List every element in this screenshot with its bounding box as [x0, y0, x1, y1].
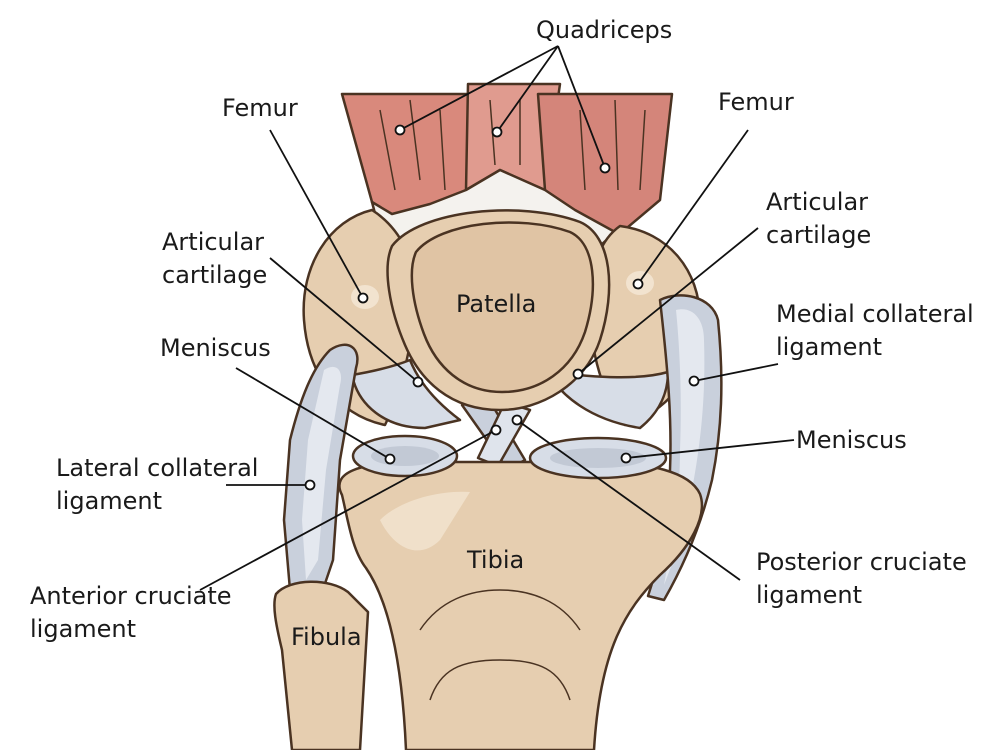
label-posterior-cruciate-line1: Posterior cruciate [756, 548, 967, 576]
label-anterior-cruciate-line1: Anterior cruciate [30, 582, 232, 610]
label-anterior-cruciate-line2: ligament [30, 615, 137, 643]
label-tibia: Tibia [467, 546, 525, 574]
label-femur-left: Femur [222, 94, 298, 122]
label-medial-collateral-line1: Medial collateral [776, 300, 974, 328]
label-patella: Patella [456, 290, 537, 318]
quadriceps-point-2 [491, 126, 503, 138]
label-articular-cartilage-right: Articular cartilage [766, 186, 871, 252]
label-posterior-cruciate-line2: ligament [756, 581, 863, 609]
articular-right-point [572, 368, 584, 380]
label-lateral-collateral-line1: Lateral collateral [56, 454, 259, 482]
label-articular-right-line2: cartilage [766, 221, 872, 249]
label-medial-collateral-line2: ligament [776, 333, 883, 361]
label-fibula: Fibula [291, 623, 362, 651]
leader-lines [199, 45, 795, 591]
femur-left-point [357, 292, 369, 304]
posterior-cruciate-point [511, 414, 523, 426]
medial-collateral-point [688, 375, 700, 387]
anterior-cruciate-point [490, 424, 502, 436]
quadriceps-point-1 [394, 124, 406, 136]
label-articular-left-line2: cartilage [162, 261, 268, 289]
articular-left-point [412, 376, 424, 388]
label-articular-cartilage-left: Articular cartilage [162, 226, 267, 292]
meniscus-left-point [384, 453, 396, 465]
lateral-collateral-point [304, 479, 316, 491]
label-articular-left-line1: Articular [162, 228, 265, 256]
label-anterior-cruciate-ligament: Anterior cruciate ligament [30, 580, 232, 646]
quadriceps-point-3 [599, 162, 611, 174]
articular-cartilage [350, 358, 670, 430]
label-femur-right: Femur [718, 88, 794, 116]
patella-bone [386, 209, 611, 412]
fibula-bone [273, 580, 370, 750]
label-meniscus-left: Meniscus [160, 334, 271, 362]
lateral-collateral-ligament [282, 343, 359, 612]
label-articular-right-line1: Articular [766, 188, 869, 216]
leader-dots [304, 124, 700, 491]
label-quadriceps: Quadriceps [536, 16, 673, 44]
label-meniscus-right: Meniscus [796, 426, 907, 454]
meniscus-right-point [620, 452, 632, 464]
label-lateral-collateral-ligament: Lateral collateral ligament [56, 452, 258, 518]
label-lateral-collateral-line2: ligament [56, 487, 163, 515]
label-posterior-cruciate-ligament: Posterior cruciate ligament [756, 546, 967, 612]
label-medial-collateral-ligament: Medial collateral ligament [776, 298, 974, 364]
tibia-bone [338, 460, 704, 750]
femur-right-point [632, 278, 644, 290]
